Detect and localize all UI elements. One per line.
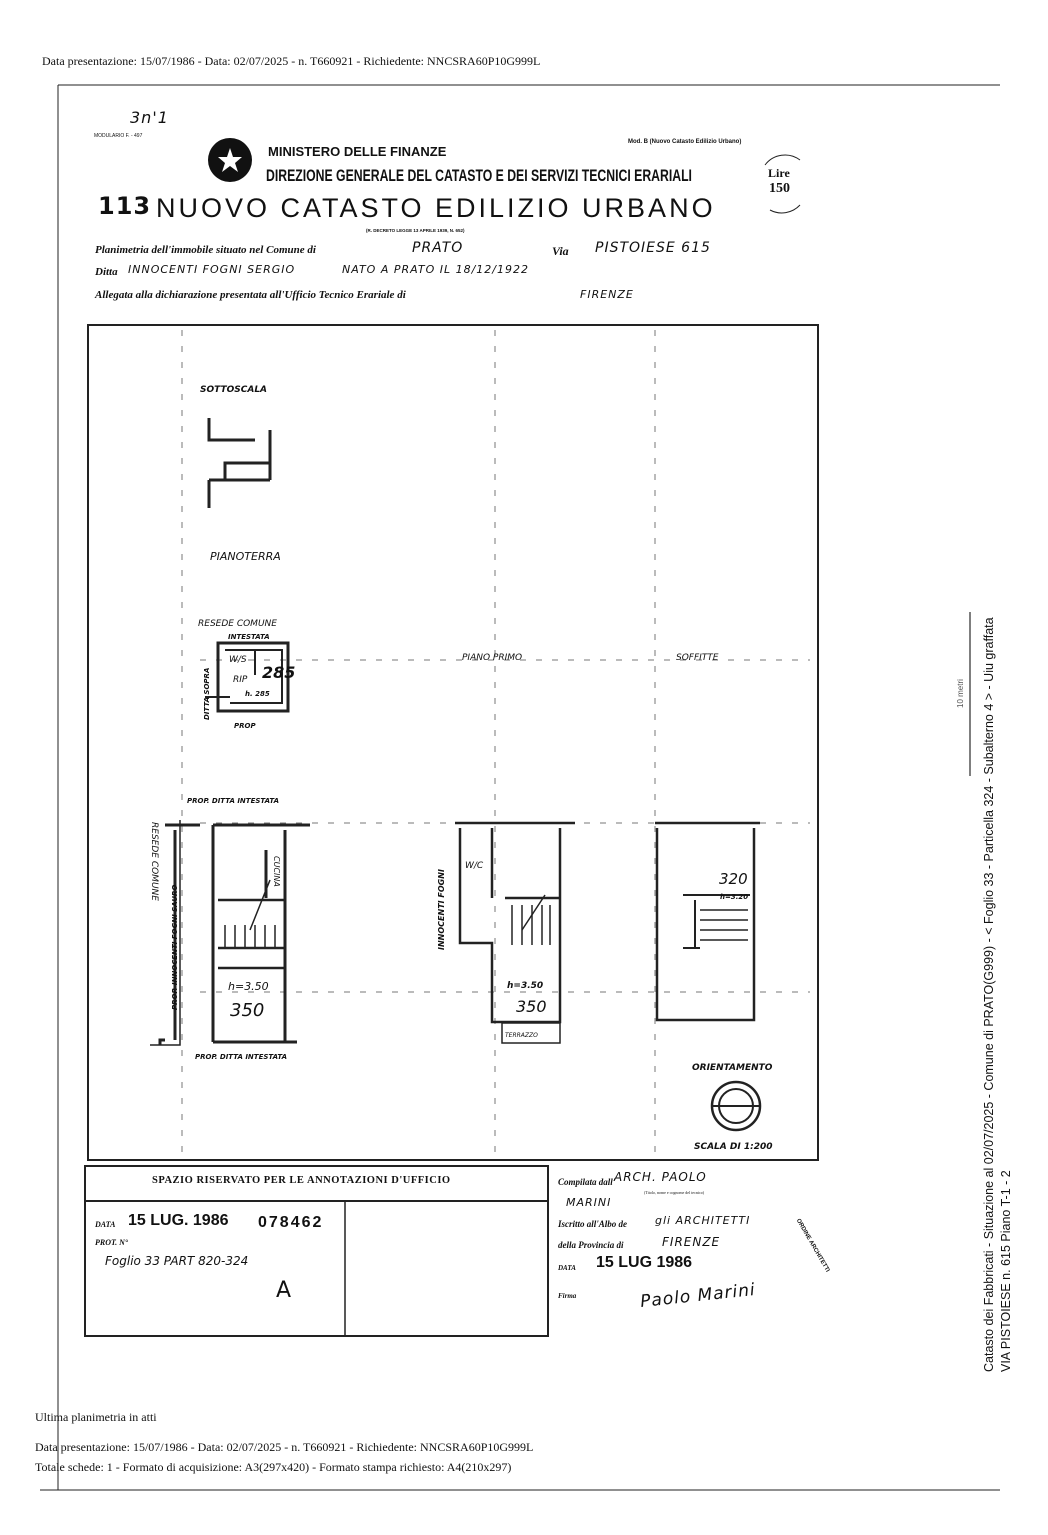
- side-text-line2: VIA PISTOIESE n. 615 Piano T-1 - 2: [999, 1170, 1013, 1372]
- label-resede-comune: RESEDE COMUNE: [198, 619, 277, 629]
- handwritten-code: 3n'1: [130, 108, 169, 127]
- iscritto-value: gli ARCHITETTI: [655, 1214, 751, 1227]
- via-value: PISTOIESE 615: [595, 240, 711, 256]
- label-285: 285: [262, 663, 295, 682]
- ditta-value: INNOCENTI FOGNI SERGIO: [128, 263, 296, 276]
- label-h320: h=3.20: [720, 893, 748, 901]
- plan-frame: [87, 324, 819, 1161]
- stamp-lire: Lire: [768, 166, 790, 180]
- label-350-left: 350: [230, 1000, 264, 1021]
- office-data-value: 15 LUG. 1986: [128, 1212, 229, 1229]
- label-350-mid: 350: [516, 997, 547, 1016]
- provincia-label: della Provincia di: [558, 1240, 624, 1250]
- label-320: 320: [719, 870, 748, 888]
- allegata-value: FIRENZE: [580, 288, 634, 301]
- stamp-value: 150: [769, 181, 790, 196]
- comune-value: PRATO: [412, 240, 464, 256]
- side-scale-mark: 10 metri: [956, 679, 965, 708]
- compilato-value2: MARINI: [566, 1196, 612, 1209]
- label-prop: PROP: [234, 722, 256, 730]
- label-piano-primo: PIANO PRIMO: [462, 653, 522, 663]
- footer-line2: Totale schede: 1 - Formato di acquisizio…: [35, 1460, 512, 1474]
- provincia-value: FIRENZE: [662, 1235, 721, 1249]
- comune-label: Planimetria dell'immobile situato nel Co…: [95, 244, 316, 256]
- label-prop-ditta-bottom: PROP. DITTA INTESTATA: [195, 1053, 287, 1061]
- direction-title: DIREZIONE GENERALE DEL CATASTO E DEI SER…: [266, 166, 692, 185]
- office-box-frame: [84, 1165, 549, 1337]
- label-scala: SCALA DI 1:200: [694, 1142, 773, 1152]
- footer-line1: Data presentazione: 15/07/1986 - Data: 0…: [35, 1440, 534, 1454]
- compilato-label: Compilata dall': [558, 1177, 616, 1187]
- label-cucina: CUCINA: [272, 856, 281, 887]
- ditta-label: Ditta: [95, 266, 118, 278]
- nato-value: NATO A PRATO IL 18/12/1922: [342, 263, 529, 276]
- presentation-header: Data presentazione: 15/07/1986 - Data: 0…: [42, 54, 541, 68]
- ministry-title: MINISTERO DELLE FINANZE: [268, 144, 447, 159]
- compiler-data-value: 15 LUG 1986: [596, 1254, 693, 1271]
- compilato-hint: (Titolo, nome e cognome del tecnico): [644, 1190, 705, 1195]
- prot-label: PROT. N°: [95, 1238, 129, 1247]
- label-prop-innocenti: PROP. INNOCENTI FOGNI SAURO: [171, 885, 179, 1010]
- label-resede-comune-side: RESEDE COMUNE: [149, 822, 159, 901]
- model-right: Mod. B (Nuovo Catasto Edilizio Urbano): [628, 139, 742, 145]
- label-sottoscala: SOTTOSCALA: [200, 385, 267, 395]
- prot-number: 078462: [258, 1214, 324, 1231]
- label-innocenti-fogni: INNOCENTI FOGNI: [437, 869, 446, 950]
- office-box-title: SPAZIO RISERVATO PER LE ANNOTAZIONI D'UF…: [152, 1175, 451, 1186]
- label-wc: W/C: [465, 861, 484, 871]
- label-intestata: INTESTATA: [228, 633, 270, 641]
- side-text-line1: Catasto dei Fabbricati - Situazione al 0…: [982, 617, 996, 1372]
- office-letter: A: [276, 1278, 293, 1303]
- label-h350-mid: h=3.50: [507, 981, 543, 991]
- label-terrazzo: TERRAZZO: [505, 1032, 538, 1039]
- label-h350-left: h=3.50: [228, 980, 269, 993]
- label-orientamento: ORIENTAMENTO: [692, 1063, 773, 1073]
- via-label: Via: [552, 244, 569, 258]
- iscritto-label: Iscritto all'Albo de: [558, 1219, 628, 1229]
- decree: (R. DECRETO LEGGE 13 APRILE 1939, N. 652…: [366, 228, 465, 233]
- foglio-note: Foglio 33 PART 820-324: [105, 1254, 249, 1268]
- compilato-value: ARCH. PAOLO: [614, 1170, 707, 1184]
- compiler-data-label: DATA: [558, 1264, 576, 1272]
- label-ditta-sopra: DITTA SOPRA: [203, 668, 211, 720]
- label-prop-ditta-top: PROP. DITTA INTESTATA: [187, 797, 279, 805]
- office-data-label: DATA: [95, 1220, 116, 1229]
- label-ws: W/S: [229, 655, 247, 665]
- firma-label: Firma: [558, 1292, 577, 1300]
- model-code: MODULARIO F. - 497: [94, 133, 143, 139]
- allegata-label: Allegata alla dichiarazione presentata a…: [95, 289, 406, 301]
- star-icon: [218, 148, 242, 172]
- label-soffitte: SOFFITTE: [676, 653, 719, 663]
- sheet-number: 113: [98, 192, 152, 220]
- document-title: NUOVO CATASTO EDILIZIO URBANO: [156, 193, 716, 223]
- label-piano-terra: PIANOTERRA: [210, 550, 281, 563]
- label-rip: RIP: [233, 675, 248, 685]
- label-h285: h. 285: [245, 690, 270, 698]
- footer-ultima: Ultima planimetria in atti: [35, 1410, 157, 1424]
